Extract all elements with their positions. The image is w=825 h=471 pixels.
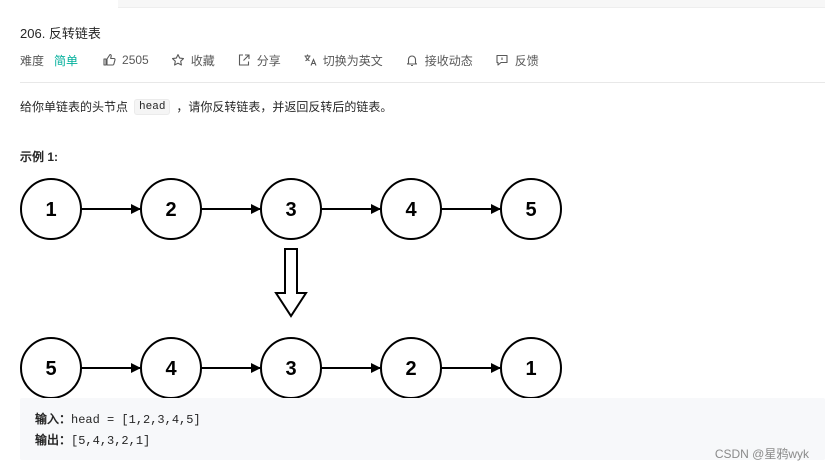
description-text-after: ，请你反转链表，并返回反转后的链表。 [176, 100, 393, 114]
subscribe-label: 接收动态 [424, 53, 473, 68]
like-count: 2505 [122, 53, 149, 67]
subscribe-button[interactable]: 接收动态 [405, 52, 473, 69]
inline-code-head: head [134, 98, 171, 115]
node-value: 4 [165, 358, 177, 380]
description-text-before: 给你单链表的头节点 [20, 100, 129, 114]
example-input-line: 输入：head = [1,2,3,4,5] [35, 410, 201, 427]
thumbs-up-icon [103, 53, 116, 66]
example-io-block: 输入：head = [1,2,3,4,5] 输出：[5,4,3,2,1] [20, 398, 825, 460]
output-value: [5,4,3,2,1] [71, 434, 151, 448]
list-node: 4 [140, 337, 202, 399]
list-node: 1 [500, 337, 562, 399]
header-divider [20, 82, 825, 83]
switch-language-button[interactable]: 切换为英文 [303, 52, 383, 69]
node-value: 4 [405, 199, 417, 221]
linked-list-diagram: 1 2 3 4 5 5 4 [20, 178, 562, 399]
example-title: 示例 1: [20, 150, 59, 164]
favorite-button[interactable]: 收藏 [171, 52, 215, 69]
reverse-arrow-icon [274, 248, 308, 318]
node-value: 1 [525, 358, 536, 380]
feedback-button[interactable]: 反馈 [495, 52, 539, 69]
list-node: 1 [20, 178, 82, 240]
node-value: 3 [285, 358, 296, 380]
bottom-list: 5 4 3 2 1 [20, 337, 562, 399]
difficulty-label: 难度 [20, 53, 45, 68]
list-node: 5 [20, 337, 82, 399]
feedback-icon [496, 54, 508, 66]
node-value: 5 [525, 199, 536, 221]
node-value: 3 [285, 199, 296, 221]
difficulty-badge: 简单 [54, 53, 79, 68]
share-button[interactable]: 分享 [237, 52, 281, 69]
problem-title: 206. 反转链表 [20, 26, 101, 41]
problem-description: 给你单链表的头节点 head ，请你反转链表，并返回反转后的链表。 [20, 98, 392, 115]
node-value: 2 [165, 199, 176, 221]
top-bar [118, 0, 825, 8]
list-node: 5 [500, 178, 562, 240]
star-icon [171, 54, 184, 66]
like-button[interactable]: 2505 [102, 53, 149, 67]
node-value: 2 [405, 358, 416, 380]
problem-meta-bar: 难度 简单 2505 收藏 分享 切换为英文 接收动态 反馈 [20, 51, 561, 69]
share-label: 分享 [256, 53, 281, 68]
output-label: 输出： [35, 434, 72, 448]
csdn-watermark: CSDN @星鸦wyk [714, 447, 809, 461]
list-node: 2 [140, 178, 202, 240]
example-output-line: 输出：[5,4,3,2,1] [35, 431, 150, 448]
list-node: 3 [260, 337, 322, 399]
feedback-label: 反馈 [514, 53, 539, 68]
list-node: 3 [260, 178, 322, 240]
node-value: 1 [45, 199, 56, 221]
list-node: 4 [380, 178, 442, 240]
top-strip [0, 0, 825, 8]
bell-icon [406, 55, 417, 67]
translate-icon [304, 54, 317, 66]
input-value: head = [1,2,3,4,5] [71, 413, 201, 427]
switch-language-label: 切换为英文 [322, 53, 383, 68]
input-label: 输入： [35, 413, 72, 427]
favorite-label: 收藏 [190, 53, 215, 68]
list-node: 2 [380, 337, 442, 399]
top-list: 1 2 3 4 5 [20, 178, 562, 240]
node-value: 5 [45, 358, 56, 380]
share-icon [238, 54, 250, 66]
